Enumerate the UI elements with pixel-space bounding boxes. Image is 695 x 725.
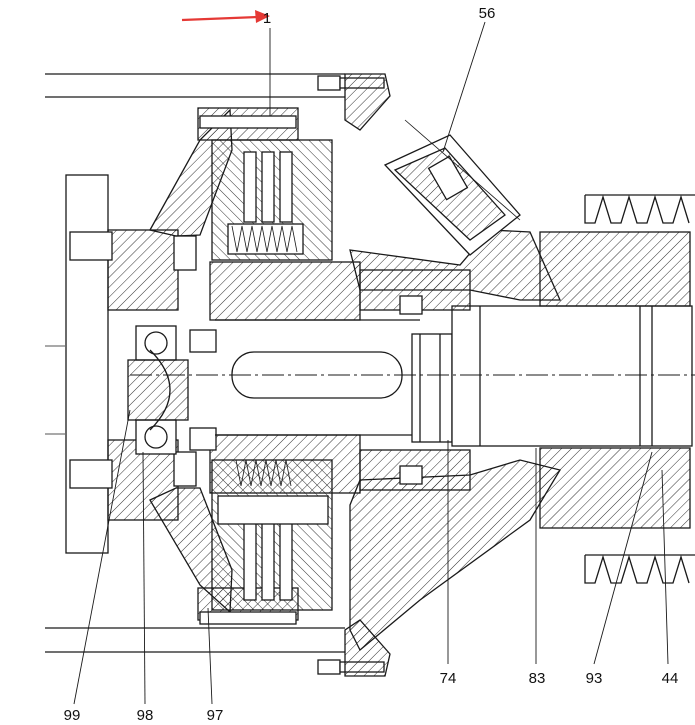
pulley-grooves: [584, 194, 695, 584]
main-shaft: [215, 305, 693, 447]
hub-and-bearings: [127, 261, 361, 494]
callout-83: 83: [529, 670, 546, 687]
callout-99: 99: [64, 707, 81, 724]
callout-97: 97: [207, 707, 224, 724]
bell-housing: [349, 229, 691, 652]
callout-74: 74: [440, 670, 457, 687]
clutch-disc-pack-upper: [211, 139, 333, 261]
indicator-arrow: [181, 10, 270, 23]
leader-lines: [73, 21, 669, 705]
housing-bolts: [317, 73, 391, 677]
callout-1: 1: [263, 10, 271, 27]
callout-44: 44: [662, 670, 679, 687]
callout-56: 56: [479, 5, 496, 22]
callout-98: 98: [137, 707, 154, 724]
housing-outer-lines: [45, 73, 345, 653]
callout-93: 93: [586, 670, 603, 687]
angled-nozzle: [383, 119, 521, 256]
